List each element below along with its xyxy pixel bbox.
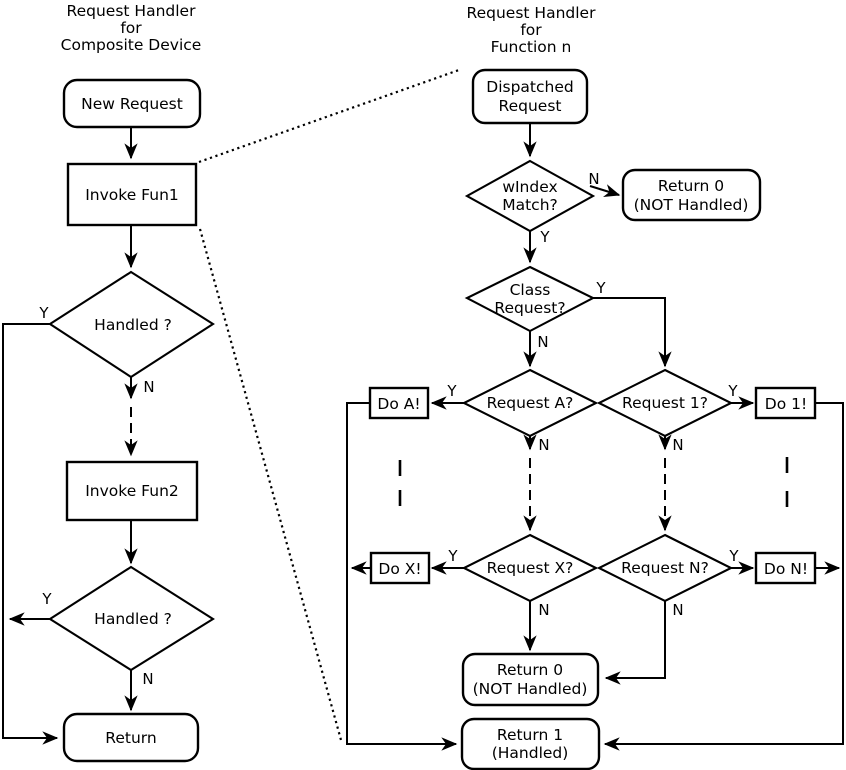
composite-device-flowchart: Request Handler for Composite Device New… [2,2,215,763]
node-dispatched-request: Dispatched Request [471,68,589,125]
return0-top-terminal-shape [621,168,762,222]
right-chart-title: Request Handler for Function n [467,4,597,56]
left-chart-title: Request Handler for Composite Device [61,2,202,54]
handled2-label: Handled ? [94,610,172,628]
request-1-no-label: N [672,436,683,454]
node-request-x: Request X? [461,533,599,603]
node-request-1: Request 1? [596,368,734,438]
return0-top-label-line1: Return 0 [658,177,724,195]
request-x-yes-label: Y [447,547,458,565]
zoom-callout-lines [198,68,460,741]
return1-label-line1: Return 1 [497,726,563,744]
handled1-yes-label: Y [38,304,49,322]
dispatched-request-label-line1: Dispatched [486,78,573,96]
node-handled1: Handled ? [48,270,215,379]
windex-no-label: N [588,170,599,188]
request-n-label: Request N? [621,559,709,577]
callout-line-bottom [198,228,343,741]
class-request-label-line2: Request? [494,299,565,317]
node-do-n: Do N! [754,551,817,585]
node-handled2: Handled ? [48,565,215,672]
edge-do-a-rail-to-return1 [346,402,458,751]
node-do-1: Do 1! [754,386,817,420]
invoke-fun1-label: Invoke Fun1 [85,186,179,204]
return0-bottom-terminal-shape [461,652,600,707]
function-n-flowchart: Request Handler for Function n Dispatche… [346,4,844,770]
edge-request-n-no-to-return0-bottom [604,601,666,685]
return-label: Return [105,729,156,747]
return0-bottom-label-line1: Return 0 [497,661,563,679]
return1-label-line2: (Handled) [492,744,569,762]
edge-handled1-yes-to-return [2,323,59,745]
node-windex-match: wIndex Match? [464,159,596,233]
edge-do-1-rail-to-return1 [603,402,844,751]
request-1-yes-label: Y [727,382,738,400]
node-return0-top: Return 0 (NOT Handled) [621,168,762,222]
handled1-label: Handled ? [94,316,172,334]
return-terminal-shape [62,712,200,763]
request-x-label: Request X? [487,559,574,577]
windex-yes-label: Y [539,228,550,246]
windex-match-label-line2: Match? [502,196,558,214]
do-a-process-shape [368,386,430,420]
node-return: Return [62,712,200,763]
node-invoke-fun1: Invoke Fun1 [66,162,198,227]
do-a-label: Do A! [377,395,420,413]
left-title-line1: Request Handler [67,2,197,20]
request-1-label: Request 1? [622,394,708,412]
node-return0-bottom: Return 0 (NOT Handled) [461,652,600,707]
request-a-no-label: N [538,436,549,454]
invoke-fun2-label: Invoke Fun2 [85,482,179,500]
return0-top-label-line2: (NOT Handled) [634,196,749,214]
return0-bottom-label-line2: (NOT Handled) [473,680,588,698]
node-do-x: Do X! [369,551,431,585]
handled1-no-label: N [143,378,154,396]
do-1-label: Do 1! [765,395,807,413]
node-new-request: New Request [62,78,202,129]
return1-terminal-shape [460,717,601,770]
edge-class-yes-to-request1 [593,297,672,368]
dispatched-request-label-line2: Request [499,97,562,115]
class-request-label-line1: Class [510,281,551,299]
node-class-request: Class Request? [464,265,596,333]
new-request-label: New Request [81,95,183,113]
handled2-yes-label: Y [41,590,52,608]
left-title-line2: for [120,19,142,37]
class-yes-label: Y [595,279,606,297]
node-request-a: Request A? [461,368,599,438]
request-n-no-label: N [672,601,683,619]
do-1-process-shape [754,386,817,420]
class-no-label: N [537,333,548,351]
handled2-no-label: N [142,670,153,688]
do-n-label: Do N! [764,560,808,578]
callout-line-top [198,68,460,164]
request-n-yes-label: Y [728,547,739,565]
node-invoke-fun2: Invoke Fun2 [65,460,199,522]
node-do-a: Do A! [368,386,430,420]
left-title-line3: Composite Device [61,36,202,54]
windex-match-label-line1: wIndex [502,178,557,196]
request-a-label: Request A? [487,394,574,412]
right-title-line1: Request Handler [467,4,597,22]
right-title-line3: Function n [491,38,572,56]
request-x-no-label: N [538,601,549,619]
edge-windex-no-to-return0-top [589,184,621,198]
do-x-label: Do X! [378,560,421,578]
right-title-line2: for [520,21,542,39]
node-request-n: Request N? [596,533,734,603]
invoke-fun1-process-shape [66,162,198,227]
request-a-yes-label: Y [446,382,457,400]
node-return1: Return 1 (Handled) [460,717,601,770]
